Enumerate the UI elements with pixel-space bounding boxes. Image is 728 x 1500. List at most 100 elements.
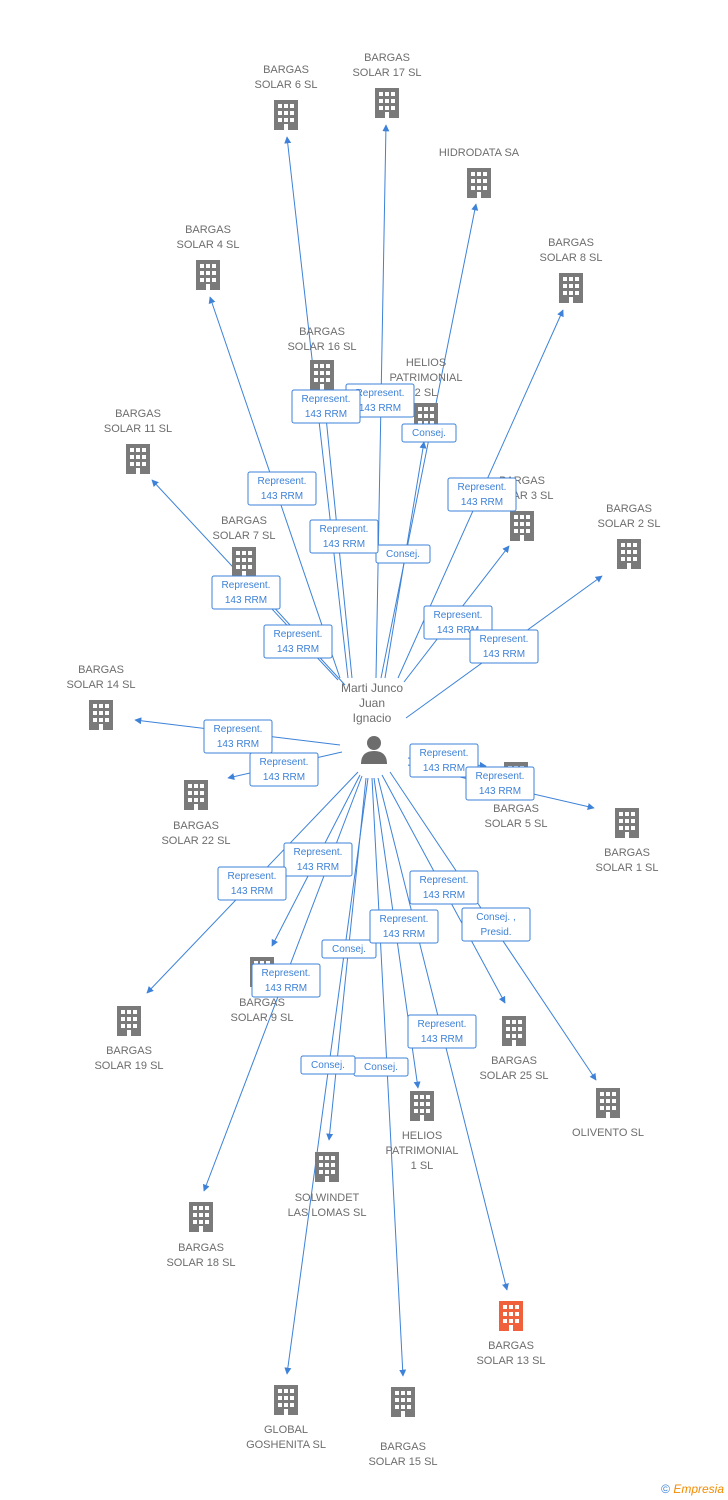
company-name-line: BARGAS [221, 515, 267, 527]
company-node-bargas-solar-17[interactable]: BARGAS SOLAR 17 SL [352, 52, 422, 118]
svg-text:Represent.: Represent. [476, 771, 525, 782]
svg-text:Represent.: Represent. [258, 476, 307, 487]
svg-text:143 RRM: 143 RRM [305, 409, 347, 420]
svg-text:Represent.: Represent. [320, 524, 369, 535]
person-name-line: Ignacio [353, 711, 392, 725]
edge-labels-layer: Represent. 143 RRM Represent. 143 RRM Consej… [203, 383, 539, 1077]
company-node-bargas-solar-7[interactable]: BARGAS SOLAR 7 SL [213, 515, 276, 577]
company-name-line: BARGAS [491, 1055, 537, 1067]
svg-text:143 RRM: 143 RRM [423, 763, 465, 774]
relation-label-bargas-solar-4: Represent. 143 RRM [263, 624, 333, 659]
building-icon [274, 100, 298, 130]
company-name-line: BARGAS [548, 237, 594, 249]
company-name-line: SOLAR 8 SL [540, 252, 603, 264]
building-icon [184, 780, 208, 810]
svg-text:143 RRM: 143 RRM [225, 595, 267, 606]
company-name-line: 2 SL [415, 387, 438, 399]
building-icon [232, 547, 256, 577]
relation-label-bargas-solar-1: Represent.143 RRM [465, 766, 535, 801]
building-icon [559, 273, 583, 303]
company-name-line: BARGAS [239, 997, 285, 1009]
building-icon [615, 808, 639, 838]
svg-text:Consej.: Consej. [412, 428, 446, 439]
company-node-bargas-solar-8[interactable]: BARGAS SOLAR 8 SL [540, 237, 603, 303]
building-icon [596, 1088, 620, 1118]
person-icon [361, 736, 387, 764]
company-name-line: SOLAR 14 SL [66, 679, 135, 691]
svg-text:Represent.: Represent. [228, 871, 277, 882]
relation-label-bargas-solar-18: Represent.143 RRM [251, 963, 321, 998]
svg-text:Represent.: Represent. [458, 482, 507, 493]
relation-label-global-goshenita: Consej. [300, 1055, 356, 1075]
svg-text:143 RRM: 143 RRM [323, 539, 365, 550]
svg-text:143 RRM: 143 RRM [265, 983, 307, 994]
svg-text:Represent.: Represent. [434, 610, 483, 621]
company-node-bargas-solar-1[interactable]: BARGAS SOLAR 1 SL [596, 808, 659, 874]
company-name-line: SOLAR 2 SL [598, 518, 661, 530]
company-name-line: SOLAR 22 SL [161, 835, 230, 847]
svg-text:Consej. ,: Consej. , [476, 912, 515, 923]
company-name-line: HELIOS [406, 357, 446, 369]
building-icon [510, 511, 534, 541]
company-node-olivento[interactable]: OLIVENTO SL [572, 1088, 644, 1139]
company-name-line: OLIVENTO SL [572, 1127, 644, 1139]
company-name-line: PATRIMONIAL [386, 1145, 459, 1157]
building-icon [126, 444, 150, 474]
svg-text:143 RRM: 143 RRM [217, 739, 259, 750]
company-name-line: BARGAS [364, 52, 410, 64]
svg-text:Consej.: Consej. [311, 1060, 345, 1071]
svg-text:143 RRM: 143 RRM [261, 491, 303, 502]
company-node-hidrodata[interactable]: HIDRODATA SA [439, 147, 520, 198]
company-name-line: SOLAR 17 SL [352, 67, 421, 79]
svg-text:Represent.: Represent. [274, 629, 323, 640]
svg-text:Represent.: Represent. [302, 394, 351, 405]
company-name-line: SOLAR 9 SL [231, 1012, 294, 1024]
building-icon [502, 1016, 526, 1046]
svg-text:Presid.: Presid. [480, 927, 511, 938]
relation-label-hidrodata: Consej. [375, 544, 431, 564]
relation-label-bargas-solar-19: Represent.143 RRM [217, 866, 287, 901]
relation-label-bargas-solar-11: Represent. 143 RRM [309, 519, 379, 554]
person-name-line: Marti Junco [341, 681, 403, 695]
relation-label-helios-patrimonial-2: Consej. [401, 423, 457, 443]
svg-text:Consej.: Consej. [386, 549, 420, 560]
building-icon [196, 260, 220, 290]
company-name-line: SOLAR 4 SL [177, 239, 240, 251]
svg-text:143 RRM: 143 RRM [297, 862, 339, 873]
company-name-line: HELIOS [402, 1130, 442, 1142]
relation-label-bargas-solar-14: Represent.143 RRM [203, 719, 273, 754]
company-name-line: SOLAR 6 SL [255, 79, 318, 91]
company-name-line: SOLAR 1 SL [596, 862, 659, 874]
svg-text:Represent.: Represent. [480, 634, 529, 645]
building-icon [391, 1387, 415, 1417]
company-name-line: SOLAR 16 SL [287, 341, 356, 353]
svg-text:143 RRM: 143 RRM [421, 1034, 463, 1045]
company-name-line: SOLAR 7 SL [213, 530, 276, 542]
building-icon [499, 1301, 523, 1331]
company-node-bargas-solar-9[interactable]: BARGAS SOLAR 9 SL [231, 957, 294, 1024]
svg-text:Represent.: Represent. [418, 1019, 467, 1030]
company-name-line: BARGAS [604, 847, 650, 859]
svg-text:143 RRM: 143 RRM [359, 403, 401, 414]
svg-text:143 RRM: 143 RRM [277, 644, 319, 655]
building-icon [117, 1006, 141, 1036]
